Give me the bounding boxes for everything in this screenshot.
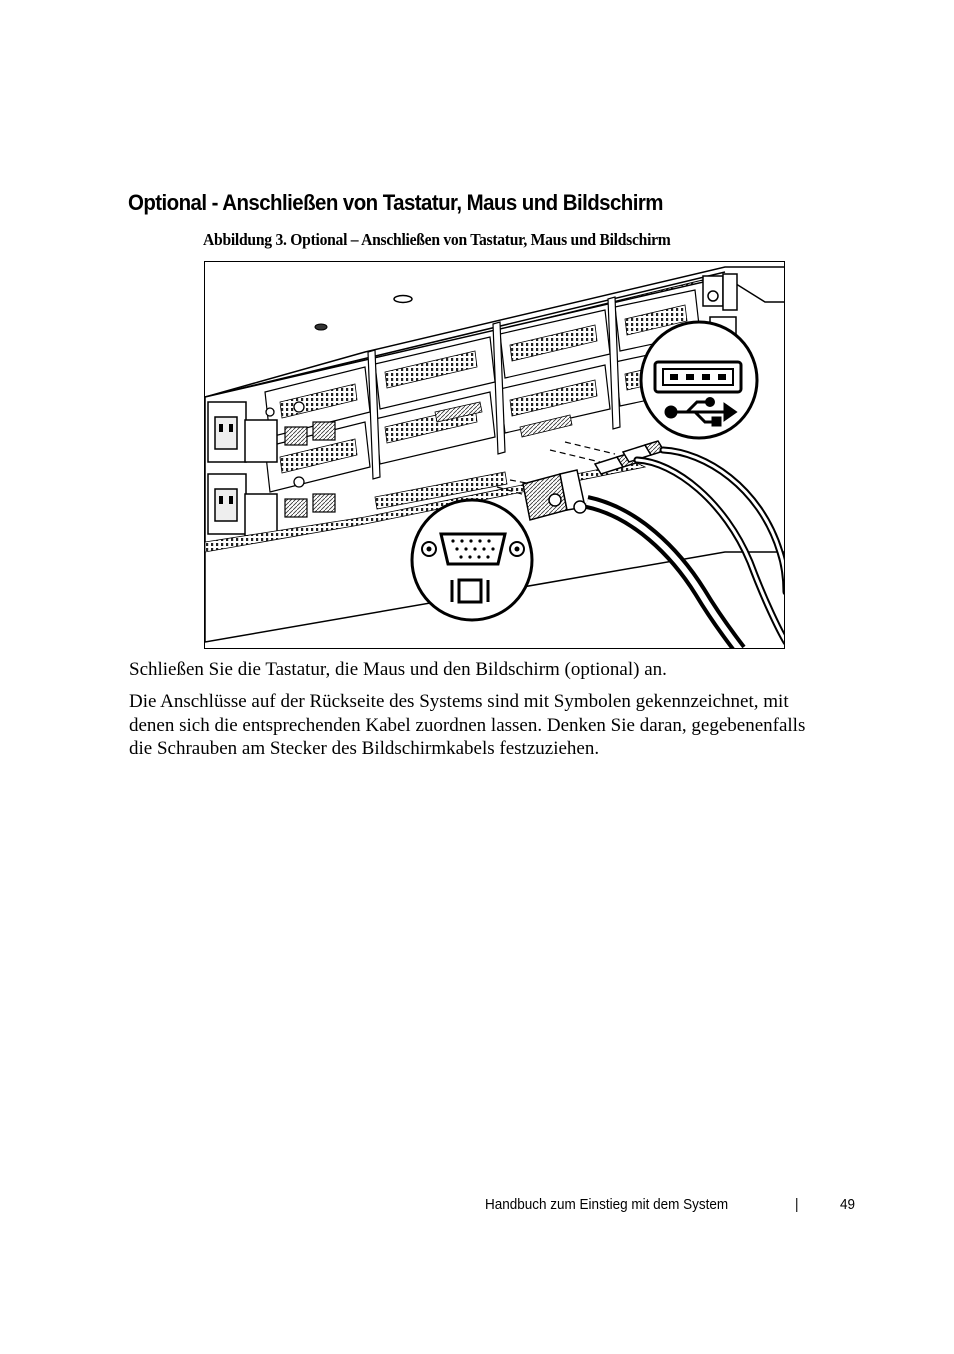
section-heading: Optional - Anschließen von Tastatur, Mau… [128,190,663,215]
usb-port-icon [653,360,743,394]
footer-separator: | [795,1196,799,1213]
vga-callout [410,498,534,622]
instruction-paragraph: Schließen Sie die Tastatur, die Maus und… [129,659,667,680]
page-number: 49 [840,1196,856,1213]
figure-illustration [204,261,785,649]
description-paragraph: Die Anschlüsse auf der Rückseite des Sys… [129,691,806,759]
monitor-symbol-icon [450,578,490,604]
usb-callout [639,320,759,440]
vga-port-icon [421,532,525,566]
server-rear-illustration [205,266,784,648]
usb-symbol-icon [664,397,738,427]
figure-caption: Abbildung 3. Optional – Anschließen von … [203,230,671,249]
footer-title: Handbuch zum Einstieg mit dem System [485,1196,729,1213]
